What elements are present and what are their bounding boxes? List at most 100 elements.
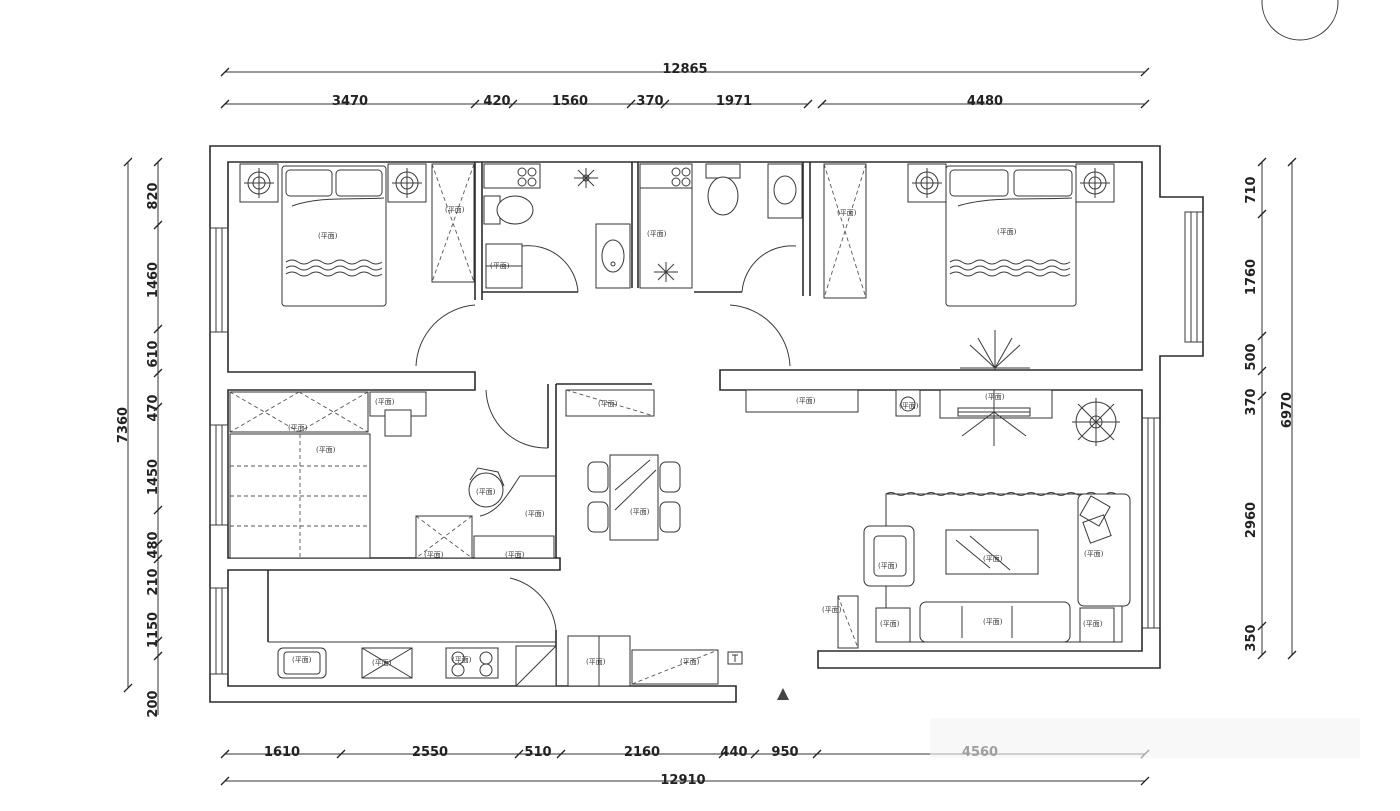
furniture-tag: (平面) — [490, 262, 510, 270]
furniture-tag: (平面) — [878, 562, 898, 570]
shower-head-icon — [654, 262, 678, 282]
dim-bottom-seg: 2160 — [624, 745, 660, 760]
furniture-tag: (平面) — [983, 555, 1003, 563]
bedroom-right: (平面) (平面) — [823, 163, 1115, 370]
dim-right-seg: 1760 — [1244, 259, 1259, 295]
cabinet — [473, 535, 555, 559]
tv-cabinet-left — [745, 389, 859, 413]
furniture-tag: (平面) — [375, 398, 395, 406]
dim-left-seg: 1460 — [146, 262, 161, 298]
furniture-tag: (平面) — [476, 488, 496, 496]
side-table — [1079, 607, 1115, 643]
bed — [281, 165, 387, 307]
furniture-tag: (平面) — [372, 659, 392, 667]
dim-right-seg: 710 — [1244, 176, 1259, 203]
furniture-tag: (平面) — [505, 551, 525, 559]
top-dimension-lines — [220, 67, 1150, 109]
speaker — [895, 389, 921, 417]
dim-left-seg: 210 — [146, 568, 161, 595]
toilet — [705, 163, 741, 179]
dim-left-seg: 1150 — [146, 612, 161, 648]
furniture-tag: (平面) — [288, 424, 308, 432]
side-table — [875, 607, 911, 643]
chair — [659, 461, 681, 493]
furniture-tag: (平面) — [997, 228, 1017, 236]
dim-left-seg: 200 — [146, 690, 161, 717]
dim-right-total: 6970 — [1280, 392, 1295, 428]
dim-top-seg: 370 — [636, 94, 663, 109]
furniture-tag: (平面) — [822, 606, 842, 614]
dim-left-seg: 1450 — [146, 459, 161, 495]
dim-top-seg: 4480 — [967, 94, 1003, 109]
dim-top-seg: 420 — [483, 94, 510, 109]
sink — [595, 223, 631, 289]
bedroom-left: (平面) (平面) — [239, 163, 475, 307]
dim-bottom-seg: 440 — [720, 745, 747, 760]
chair — [587, 501, 609, 533]
basin — [767, 163, 803, 219]
dim-left-total: 7360 — [116, 407, 131, 443]
exterior-walls — [209, 145, 1204, 703]
dim-left-seg: 820 — [146, 182, 161, 209]
watermark — [930, 718, 1360, 758]
furniture-tag: (平面) — [796, 397, 816, 405]
coffee-table — [945, 529, 1039, 575]
plant-icon — [1072, 398, 1120, 446]
door-swings — [415, 245, 797, 631]
light-icon — [574, 168, 598, 188]
dining-area: (平面) (平面) — [565, 389, 681, 541]
furniture-tag: (平面) — [1084, 550, 1104, 558]
furniture-tag: (平面) — [424, 551, 444, 559]
dim-top-total: 12865 — [662, 62, 707, 77]
furniture-tag: (平面) — [630, 508, 650, 516]
ceiling-light-icon — [958, 390, 1030, 446]
dim-right-seg: 350 — [1244, 624, 1259, 651]
bed — [945, 165, 1077, 307]
chair — [384, 409, 412, 437]
furniture-tag: (平面) — [292, 656, 312, 664]
furniture-tag: (平面) — [445, 206, 465, 214]
furniture-tag: (平面) — [525, 510, 545, 518]
furniture-tag: (平面) — [452, 656, 472, 664]
lounge-chair: (平面) — [468, 467, 505, 508]
furniture-tag: (平面) — [598, 400, 618, 408]
ceiling-light-icon — [960, 330, 1030, 370]
right-dimension-lines — [1257, 157, 1297, 660]
dim-right-seg: 2960 — [1244, 502, 1259, 538]
sink — [277, 647, 327, 679]
wardrobe — [229, 391, 369, 433]
entrance-marker-icon — [777, 688, 789, 700]
dim-bottom-seg: 2550 — [412, 745, 448, 760]
furniture-tag: (平面) — [837, 209, 857, 217]
sofa-chaise — [1077, 493, 1131, 607]
wardrobe — [431, 163, 475, 283]
compass-icon — [1261, 0, 1339, 41]
dim-bottom-seg: 950 — [771, 745, 798, 760]
dim-top-seg: 3470 — [332, 94, 368, 109]
dining-table — [609, 454, 659, 541]
dim-bottom-seg: 1610 — [264, 745, 300, 760]
interior-walls — [267, 162, 811, 686]
sofa — [919, 601, 1071, 643]
furniture-tag: (平面) — [316, 446, 336, 454]
dim-left-seg: 610 — [146, 340, 161, 367]
furniture-tag: (平面) — [318, 232, 338, 240]
living-room: (平面) (平面) (平面) (平面) (平面) (平 — [745, 389, 1131, 649]
bathroom-a: (平面) — [483, 163, 631, 289]
kitchen: (平面) (平面) (平面) (平面) (平面) — [268, 635, 743, 687]
furniture-tag: (平面) — [647, 230, 667, 238]
bathroom-b: (平面) — [639, 163, 803, 289]
furniture-tag: (平面) — [880, 620, 900, 628]
dim-right-seg: 500 — [1244, 343, 1259, 370]
chair — [659, 501, 681, 533]
dim-left-seg: 480 — [146, 531, 161, 558]
dim-bottom-total: 12910 — [660, 773, 705, 788]
dim-right-seg: 370 — [1244, 388, 1259, 415]
dim-top-seg: 1560 — [552, 94, 588, 109]
dim-bottom-seg: 510 — [524, 745, 551, 760]
study-room: (平面) (平面) (平面) (平面) (平面) (平面) (平面) — [229, 391, 556, 559]
shoe-cabinet — [837, 595, 859, 649]
left-dimension-lines — [123, 157, 163, 715]
furniture-tag: (平面) — [586, 658, 606, 666]
